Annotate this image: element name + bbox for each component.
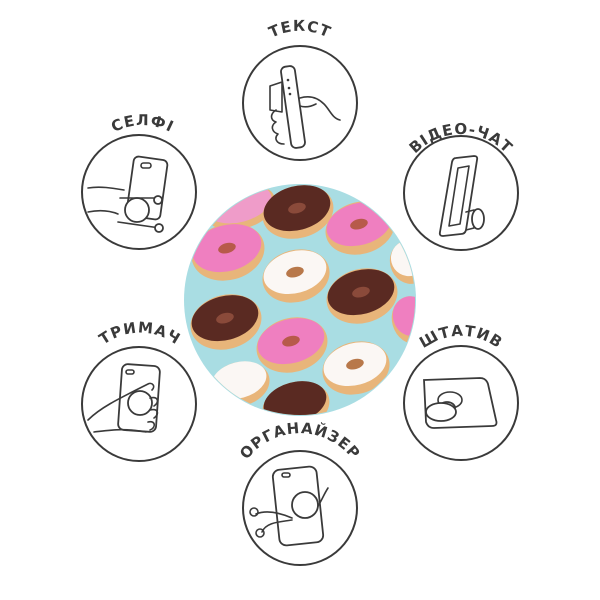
phone-texting-icon: [269, 65, 341, 149]
feature-label-holder: ТРИМАЧ: [96, 318, 184, 348]
feature-label-stand: ШТАТИВ: [416, 322, 506, 352]
feature-label-selfie: СЕЛФІ: [109, 111, 177, 136]
donut-grip-image: [184, 184, 416, 416]
phone-grip-hand-icon: [87, 363, 161, 433]
phone-stand-icon: [438, 155, 485, 237]
feature-circle: [242, 45, 358, 161]
feature-selfie: СЕЛФІ: [81, 111, 197, 250]
earphone-organizer-icon: [249, 465, 329, 547]
feature-text: ТЕКСТ: [242, 17, 358, 161]
phone-tripod-icon: [423, 377, 498, 429]
feature-circle: [81, 346, 197, 462]
feature-organizer: ОРГАНАЙЗЕР: [236, 419, 364, 566]
feature-label-text: ТЕКСТ: [266, 17, 334, 42]
feature-circle: [242, 450, 358, 566]
feature-circle: [81, 134, 197, 250]
feature-stand: ШТАТИВ: [403, 322, 519, 461]
feature-circle: [403, 135, 519, 251]
feature-label-organizer: ОРГАНАЙЗЕР: [236, 419, 364, 463]
feature-videochat: ВІДЕО-ЧАТ: [403, 120, 519, 251]
feature-holder: ТРИМАЧ: [81, 318, 197, 462]
feature-circle: [403, 345, 519, 461]
phone-selfie-icon: [87, 155, 169, 233]
